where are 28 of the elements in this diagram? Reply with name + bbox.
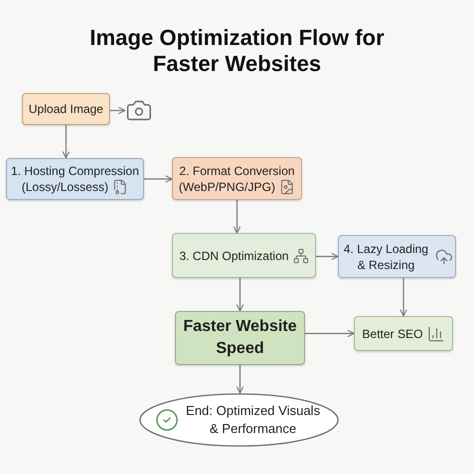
step-detail: (WebP/PNG/JPG) <box>178 178 276 194</box>
process-box <box>172 157 302 200</box>
arrow <box>144 175 173 183</box>
step-title: 2. Format Conversion <box>179 162 295 178</box>
arrow <box>236 278 244 312</box>
step-title: Better SEO <box>362 326 423 342</box>
arrow <box>233 200 241 234</box>
step-detail: (Lossy/Lossess) <box>22 179 108 195</box>
result-box <box>175 311 305 365</box>
result-box <box>354 316 453 351</box>
arrow <box>305 330 355 338</box>
arrow <box>316 252 339 260</box>
step-title: 3. CDN Optimization <box>179 248 289 264</box>
step-title: Faster Website Speed <box>182 317 298 359</box>
step-title: 1. Hosting Compression <box>10 163 140 179</box>
process-box <box>6 158 144 200</box>
process-box <box>172 233 316 278</box>
step-title: End: Optimized Visuals & Performance <box>184 402 322 438</box>
arrow <box>400 278 408 317</box>
start-box <box>22 93 110 125</box>
arrow <box>62 125 70 159</box>
title: Image Optimization Flow for Faster Websites <box>88 25 386 77</box>
arrow <box>236 365 244 394</box>
terminal-ellipse <box>139 393 339 447</box>
process-box <box>338 235 456 278</box>
step-title: Upload Image <box>28 101 104 118</box>
step-title: 4. Lazy Loading & Resizing <box>342 240 430 272</box>
arrow <box>110 106 126 114</box>
